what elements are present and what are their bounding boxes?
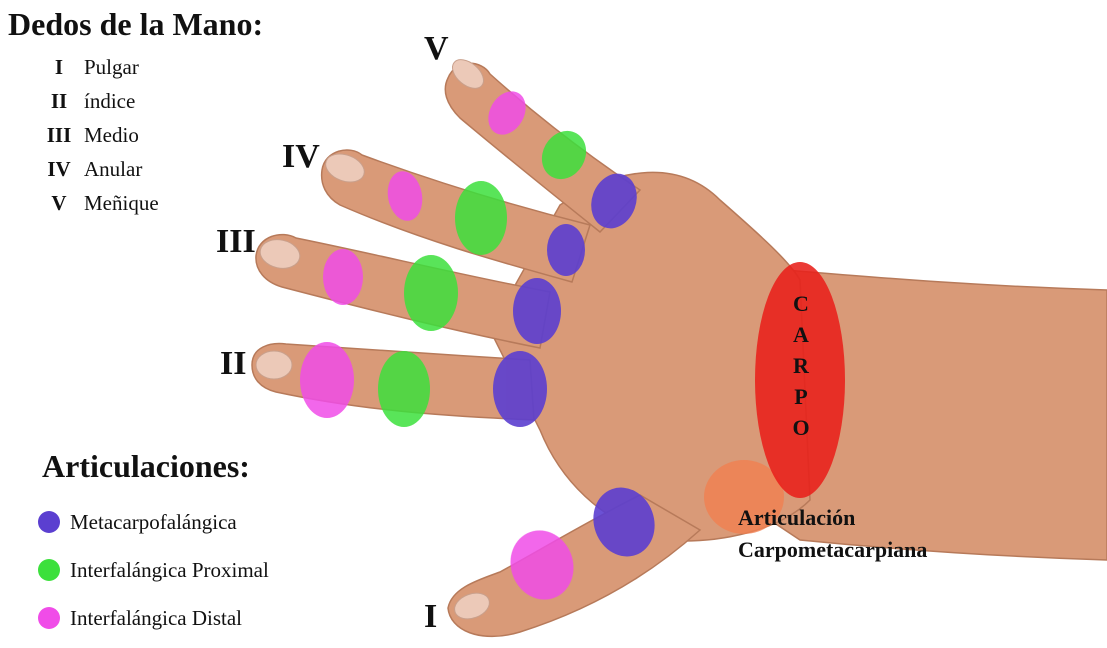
finger-label-i: I: [424, 598, 437, 636]
cmc-label-line: Carpometacarpiana: [738, 534, 927, 566]
joint-mcp-iv: [547, 224, 585, 276]
finger-label-ii: II: [220, 345, 246, 383]
carpus-letter: C: [786, 288, 816, 319]
joint-legend: Metacarpofalángica Interfalángica Proxim…: [38, 502, 269, 646]
finger-number: V: [38, 186, 80, 220]
finger-name: Medio: [84, 118, 139, 152]
nail-ii: [256, 351, 292, 379]
carpus-label: C A R P O: [786, 288, 816, 443]
finger-number: III: [38, 118, 80, 152]
legend-label: Interfalángica Distal: [70, 606, 242, 630]
joint-proximal-iii: [404, 255, 458, 331]
finger-number: I: [38, 50, 80, 84]
finger-label-v: V: [424, 30, 449, 68]
legend-label: Interfalángica Proximal: [70, 558, 269, 582]
finger-name: Meñique: [84, 186, 159, 220]
cmc-label-line: Articulación: [738, 502, 927, 534]
carpus-letter: O: [786, 412, 816, 443]
finger-label-iii: III: [216, 223, 256, 261]
legend-title: Articulaciones:: [42, 448, 250, 485]
carpus-letter: P: [786, 381, 816, 412]
legend-dot-icon: [38, 559, 60, 581]
legend-item: Interfalángica Proximal: [38, 550, 269, 598]
joint-proximal-iv: [455, 181, 507, 255]
finger-name: Pulgar: [84, 50, 139, 84]
hand-skin: [252, 63, 1107, 636]
cmc-label: Articulación Carpometacarpiana: [738, 502, 927, 566]
joint-distal-ii: [300, 342, 354, 418]
finger-name: Anular: [84, 152, 142, 186]
carpus-letter: R: [786, 350, 816, 381]
finger-i: [448, 495, 700, 636]
carpus-letter: A: [786, 319, 816, 350]
legend-label: Metacarpofalángica: [70, 510, 237, 534]
joint-mcp-iii: [513, 278, 561, 344]
joint-proximal-ii: [378, 351, 430, 427]
finger-number: II: [38, 84, 80, 118]
joint-mcp-ii: [493, 351, 547, 427]
legend-item: Interfalángica Distal: [38, 598, 269, 646]
legend-item: Metacarpofalángica: [38, 502, 269, 550]
finger-number: IV: [38, 152, 80, 186]
finger-label-iv: IV: [282, 138, 320, 176]
finger-name: índice: [84, 84, 135, 118]
legend-dot-icon: [38, 607, 60, 629]
page-title: Dedos de la Mano:: [8, 6, 263, 43]
joint-distal-iii: [323, 249, 363, 305]
legend-dot-icon: [38, 511, 60, 533]
